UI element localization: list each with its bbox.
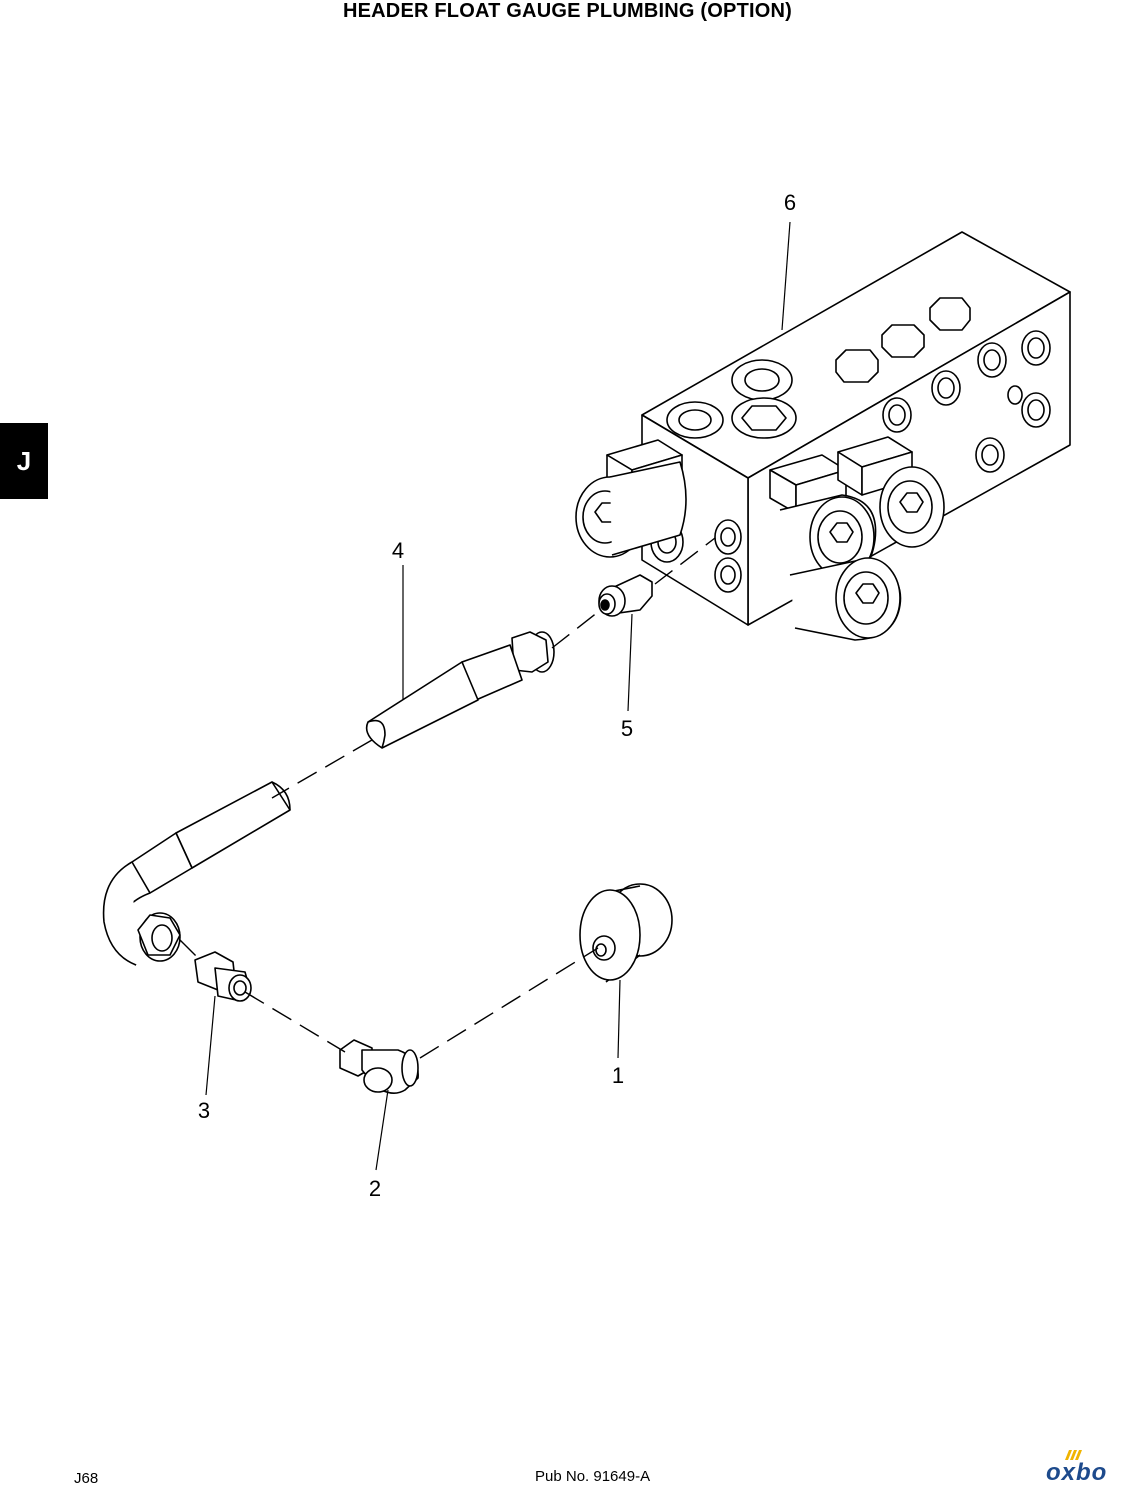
publication-number: Pub No. 91649-A [535,1468,651,1485]
valve-block-part-6 [575,231,1071,641]
callout-5: 5 [621,716,633,741]
logo-text: oxbo [1046,1459,1108,1486]
logo-mark-icon [1065,1450,1082,1460]
callout-6: 6 [784,190,796,215]
elbow-part-2 [339,1039,419,1094]
callout-2: 2 [369,1176,381,1201]
hose-part-4 [102,631,555,966]
connection-lines [179,537,716,1059]
callout-1: 1 [612,1063,624,1088]
section-tab-label: J [16,445,32,476]
callout-3: 3 [198,1098,210,1123]
callout-4: 4 [392,538,404,563]
gauge-part-1 [579,883,673,983]
adapter-part-3 [194,951,252,1002]
adapter-part-5 [598,574,653,617]
page-number: J68 [74,1470,99,1487]
parts-diagram: 6 4 5 1 3 2 [102,190,1071,1201]
leader-lines [205,221,791,1171]
oxbo-logo: oxbo [1043,1448,1133,1486]
page-title: HEADER FLOAT GAUGE PLUMBING (OPTION) [342,0,793,22]
section-tab[interactable]: J [0,423,48,499]
